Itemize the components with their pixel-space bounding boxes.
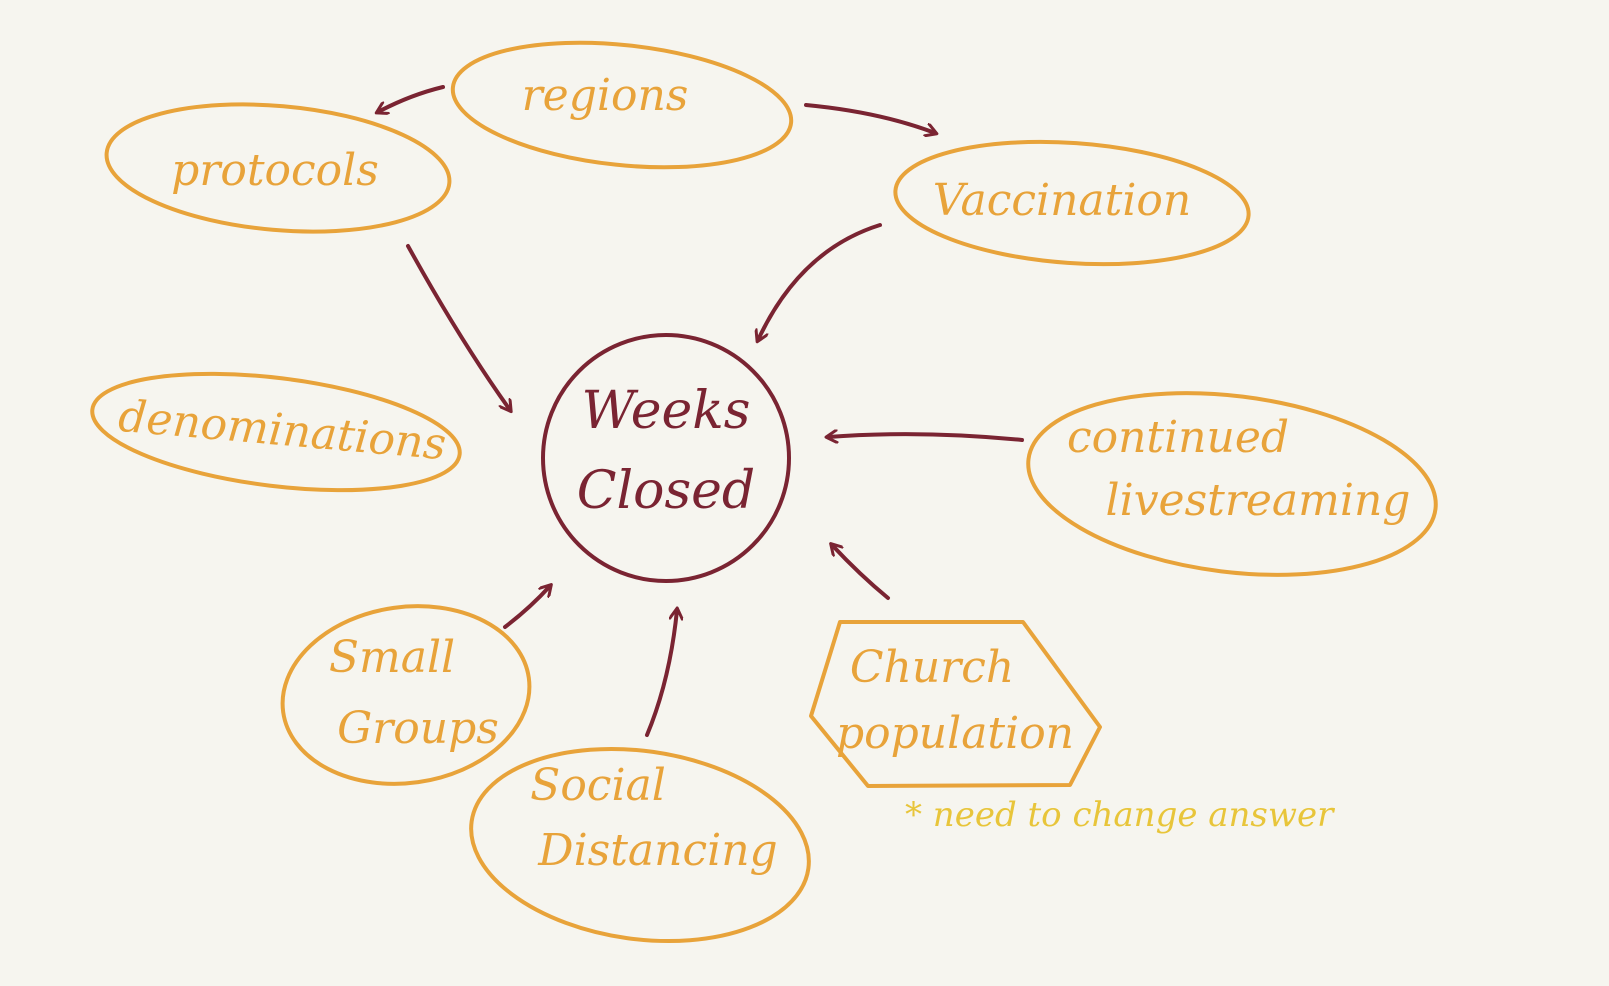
continued-livestreaming-ellipse [1026, 391, 1438, 577]
arrow-protocols-to-center [406, 244, 510, 410]
node-social-distancing: Social Distancing [469, 746, 811, 944]
continued-livestreaming-label-line2: livestreaming [1106, 475, 1411, 526]
small-groups-label-line1: Small [329, 632, 455, 683]
denominations-label: denominations [116, 391, 448, 470]
regions-label: regions [522, 70, 689, 121]
vaccination-ellipse [893, 139, 1251, 267]
change-answer-note: * need to change answer [905, 795, 1335, 835]
arrow-regions-to-vaccination [804, 103, 935, 133]
arrow-social-to-center [645, 610, 677, 737]
arrow-smallgroups-to-center [503, 586, 550, 629]
node-church-population: Church population [809, 620, 1102, 788]
center-label-line2: Closed [577, 461, 755, 521]
node-regions: regions [450, 40, 794, 170]
small-groups-label-line2: Groups [337, 703, 499, 754]
node-vaccination: Vaccination [893, 139, 1251, 267]
protocols-ellipse [104, 102, 452, 234]
node-continued-livestreaming: continued livestreaming [1026, 391, 1438, 577]
denominations-ellipse [90, 371, 462, 493]
node-protocols: protocols [104, 102, 452, 234]
social-distancing-ellipse [469, 746, 811, 944]
protocols-label: protocols [171, 145, 379, 196]
regions-ellipse [450, 40, 794, 170]
arrows [378, 85, 1024, 737]
center-circle [541, 333, 791, 583]
arrow-regions-to-protocols [378, 85, 445, 112]
small-groups-ellipse [280, 604, 532, 786]
arrow-livestreaming-to-center [828, 434, 1024, 440]
center-node: Weeks Closed [541, 333, 791, 583]
arrow-church-to-center [832, 545, 890, 600]
vaccination-label: Vaccination [933, 175, 1191, 226]
social-distancing-label-line1: Social [530, 760, 666, 811]
church-population-hexagon [809, 620, 1102, 788]
arrow-vaccination-to-center [758, 223, 882, 340]
church-population-label-line1: Church [850, 642, 1014, 693]
center-label-line1: Weeks [582, 381, 751, 441]
church-population-label-line2: population [836, 708, 1074, 759]
node-denominations: denominations [90, 371, 462, 493]
node-small-groups: Small Groups [280, 604, 532, 786]
social-distancing-label-line2: Distancing [537, 825, 777, 876]
continued-livestreaming-label-line1: continued [1067, 412, 1289, 463]
